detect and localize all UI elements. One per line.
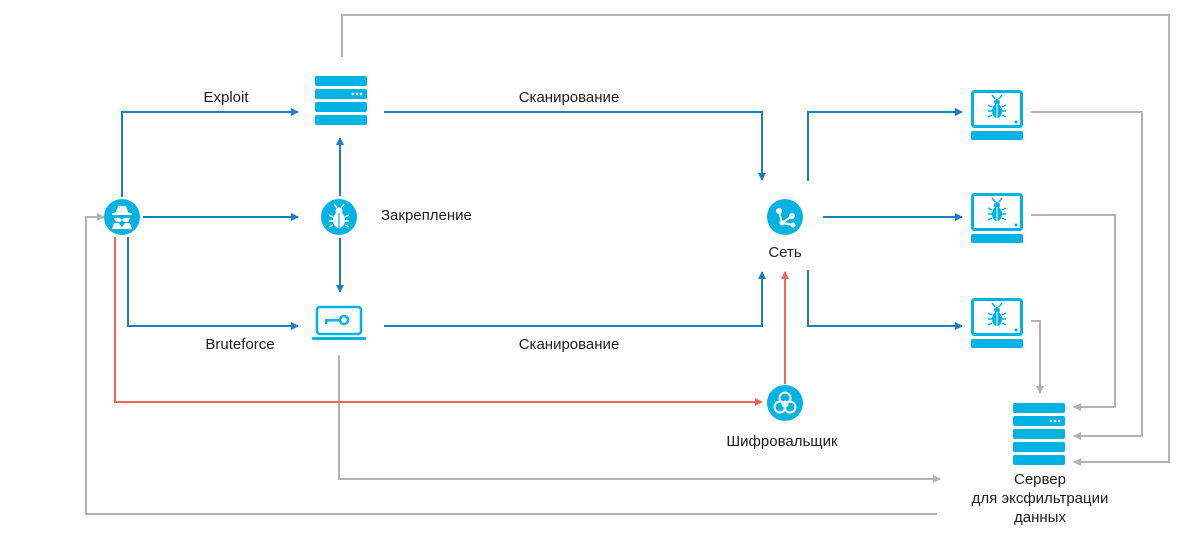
biohazard-icon bbox=[767, 385, 803, 421]
bug-icon bbox=[321, 199, 357, 235]
exfil-server-icon bbox=[1013, 403, 1065, 465]
edge-network-host1 bbox=[807, 108, 963, 181]
edge-exfil-server-top bbox=[341, 14, 1170, 466]
edge-exfil-return-attacker bbox=[85, 213, 937, 515]
edge-label-scan-top: Сканирование bbox=[518, 89, 620, 106]
edge-label-bruteforce: Bruteforce bbox=[205, 336, 275, 353]
edge-ransom-deploy bbox=[114, 237, 763, 406]
node-label-exfil-server: Сервер для эксфильтрации данных bbox=[972, 470, 1109, 527]
exfil-label-line-1: Сервер bbox=[1013, 471, 1067, 488]
laptop-key-icon bbox=[312, 305, 366, 340]
exfil-label-line-2: для эксфильтрации bbox=[971, 490, 1109, 507]
edge-bruteforce bbox=[127, 237, 299, 330]
exfil-label-line-3: данных bbox=[1014, 509, 1066, 526]
infected-monitor-icon bbox=[971, 193, 1023, 243]
edge-exploit bbox=[121, 108, 299, 197]
server-icon bbox=[315, 76, 367, 125]
edge-exfil-laptop bbox=[338, 355, 941, 483]
infected-monitor-icon bbox=[971, 90, 1023, 140]
edge-label-scan-bottom: Сканирование bbox=[518, 336, 620, 353]
node-label-network: Сеть bbox=[768, 244, 802, 261]
node-label-persistence: Закрепление bbox=[381, 207, 472, 224]
edge-exfil-host1 bbox=[1031, 111, 1143, 440]
edge-scan-top bbox=[384, 111, 766, 181]
edge-exfil-host2 bbox=[1031, 214, 1116, 411]
edge-scan-bottom bbox=[384, 271, 766, 327]
infected-monitor-icon bbox=[971, 298, 1023, 348]
network-share-icon bbox=[767, 199, 803, 235]
spy-icon bbox=[104, 199, 140, 235]
edge-label-exploit: Exploit bbox=[203, 89, 249, 106]
edge-exfil-host3 bbox=[1031, 320, 1044, 394]
edge-network-host3 bbox=[807, 270, 963, 330]
node-label-ransomware: Шифровальщик bbox=[726, 433, 838, 450]
